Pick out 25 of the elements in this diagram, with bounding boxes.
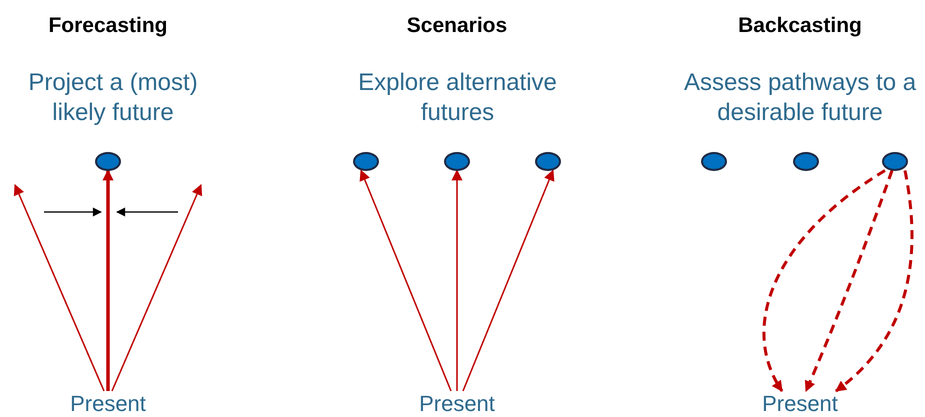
future-ellipse	[793, 152, 819, 170]
column-title: Backcasting	[738, 13, 862, 39]
column-title: Forecasting	[48, 13, 168, 39]
column-subtitle: Assess pathways to a desirable future	[682, 68, 918, 128]
present-label: Present	[762, 391, 838, 417]
arrow	[804, 170, 894, 392]
future-ellipse	[882, 152, 908, 170]
arrow	[835, 170, 914, 392]
future-ellipse	[444, 152, 470, 170]
arrow	[762, 169, 886, 392]
future-ellipse	[353, 152, 379, 170]
column-title: Scenarios	[406, 13, 508, 39]
arrow	[360, 169, 452, 392]
arrow	[462, 169, 554, 392]
column-subtitle: Explore alternative futures	[357, 68, 558, 128]
arrow	[14, 184, 105, 392]
present-label: Present	[70, 391, 146, 417]
column-subtitle: Project a (most) likely future	[27, 68, 199, 128]
future-ellipse	[535, 152, 561, 170]
arrow	[452, 169, 462, 391]
arrow	[111, 184, 202, 392]
arrow	[102, 169, 114, 391]
present-label: Present	[419, 391, 495, 417]
future-ellipse	[95, 152, 121, 170]
future-ellipse	[701, 152, 727, 170]
